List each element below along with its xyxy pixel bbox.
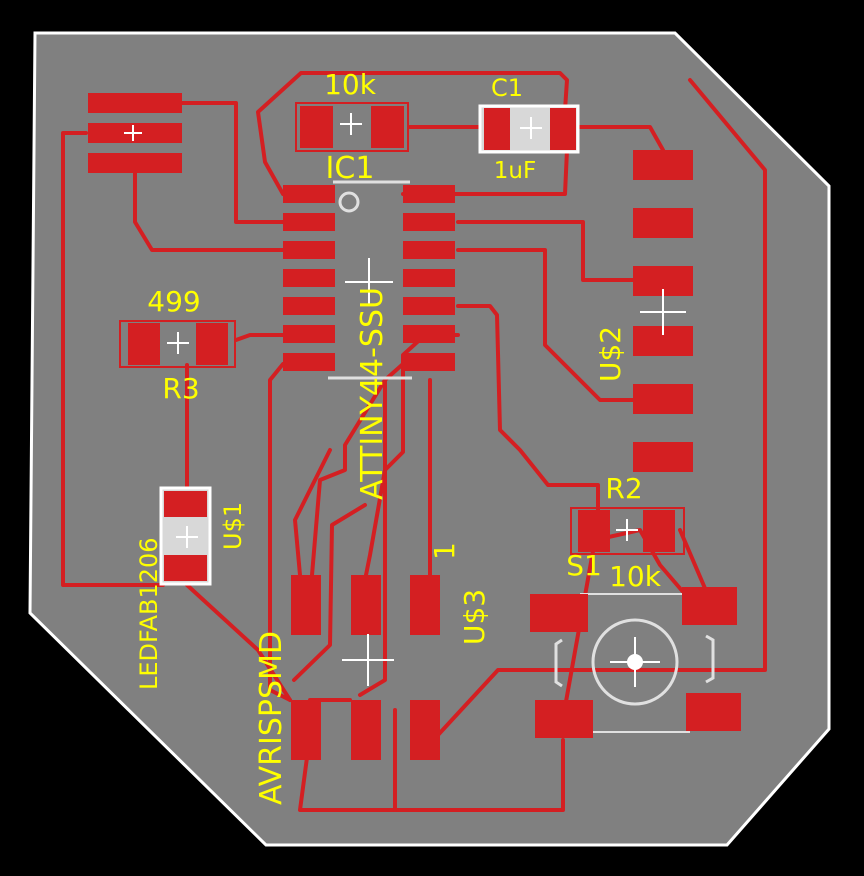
isp-header[interactable]: AVRISPSMD xyxy=(254,631,440,805)
led-part-label: LEDFAB1206 xyxy=(135,537,163,690)
r3-name-label: R3 xyxy=(162,372,199,405)
ic1-attiny44[interactable]: IC1 ATTINY44-SSU xyxy=(283,151,455,500)
ic1-part-label: ATTINY44-SSU xyxy=(355,287,390,500)
c1-name-label: C1 xyxy=(491,74,523,102)
led-us1[interactable]: U$1 LEDFAB1206 xyxy=(135,486,247,690)
s1-name-label: S1 xyxy=(566,549,602,582)
header-top-left[interactable] xyxy=(88,93,182,173)
pin1-mark-label: 1 xyxy=(428,542,461,560)
capacitor-c1[interactable]: C1 1uF xyxy=(478,74,580,184)
us1-name-label: U$1 xyxy=(219,502,247,550)
r1-value-label: 10k xyxy=(324,68,377,101)
us2-name-label: U$2 xyxy=(594,326,627,382)
s1-value-label: 10k xyxy=(609,560,662,593)
resistor-r3[interactable]: 499 R3 xyxy=(119,285,236,405)
switch-s1[interactable]: S1 10k xyxy=(530,549,741,738)
c1-value-label: 1uF xyxy=(494,158,536,184)
r3-value-label: 499 xyxy=(147,285,200,318)
resistor-r1[interactable]: 10k xyxy=(295,68,409,152)
us3-name-label: U$3 xyxy=(458,589,491,645)
regulator-us3[interactable]: 1 U$3 xyxy=(291,542,491,645)
r2-name-label: R2 xyxy=(605,472,642,505)
ic1-name-label: IC1 xyxy=(326,151,375,186)
header-us2[interactable]: U$2 xyxy=(594,150,693,472)
resistor-r2[interactable]: R2 xyxy=(570,472,685,555)
isp-part-label: AVRISPSMD xyxy=(254,631,289,805)
